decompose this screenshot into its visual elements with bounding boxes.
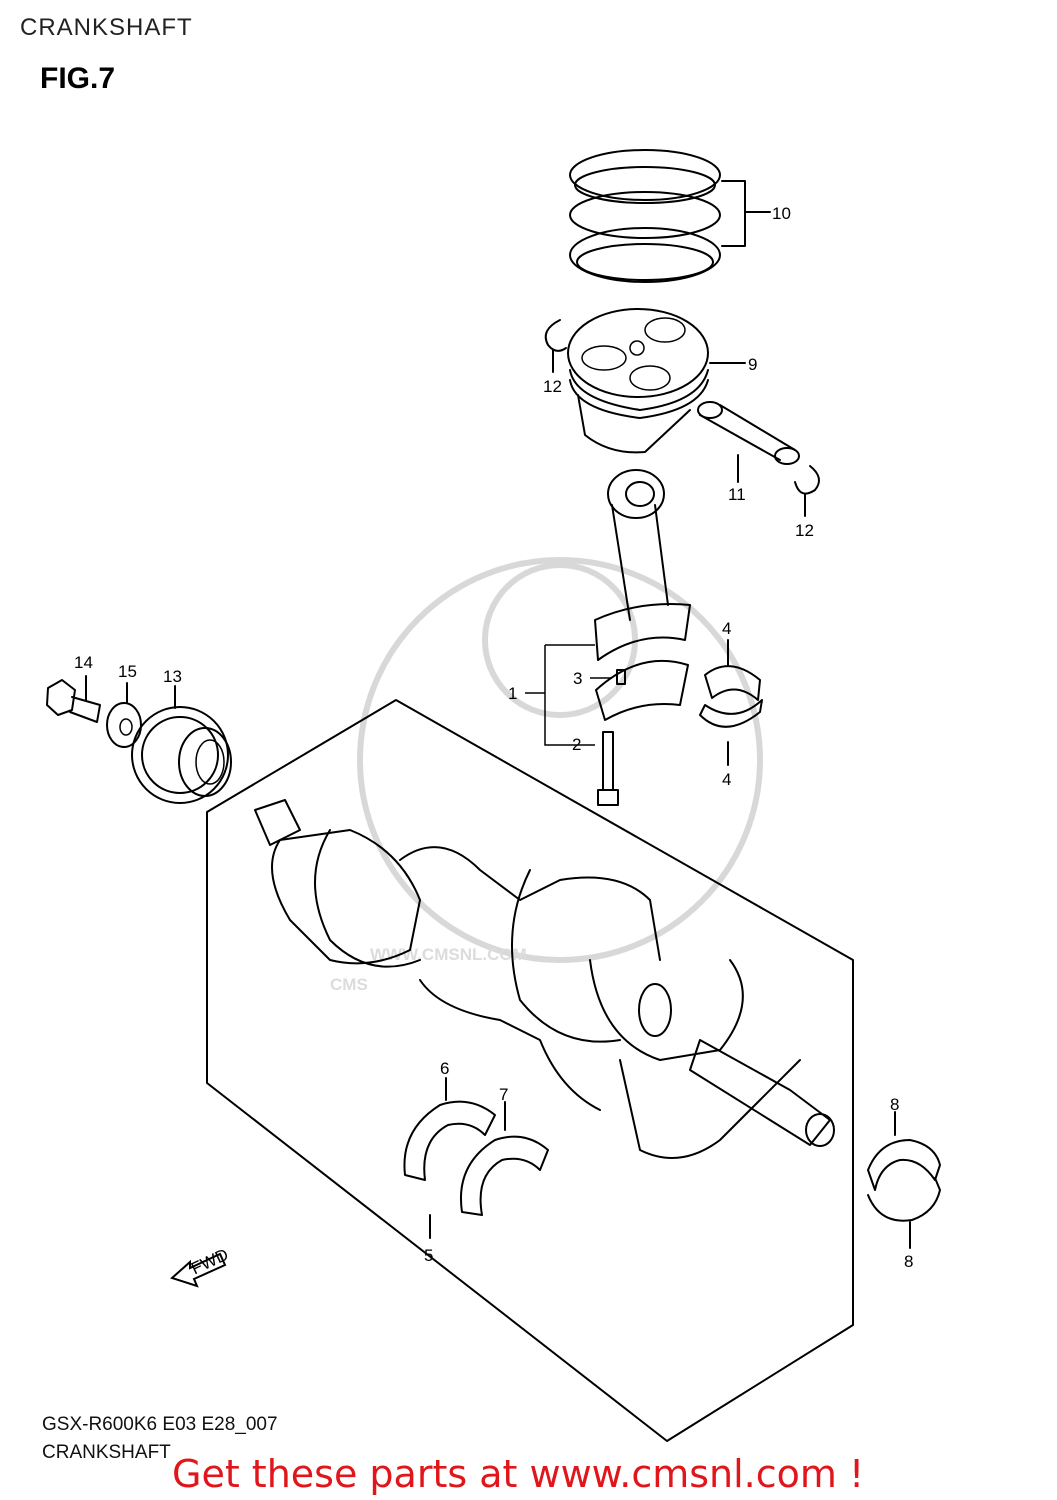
watermark-logo-text: CMS	[330, 975, 368, 994]
crankshaft-box	[206, 699, 854, 1442]
watermark-url-text: WWW.CMSNL.COM	[370, 945, 527, 964]
callout-4-top: 4	[722, 619, 731, 638]
callout-10: 10	[772, 204, 791, 223]
circlip-left[interactable]	[544, 319, 567, 352]
sprocket-bolt[interactable]	[46, 679, 101, 723]
callout-5: 5	[424, 1246, 433, 1265]
cms-watermark: CMS WWW.CMSNL.COM	[330, 557, 763, 994]
cam-drive-sprocket[interactable]	[131, 706, 232, 804]
piston-rings[interactable]	[569, 149, 721, 283]
fwd-label: FWD	[188, 1245, 231, 1279]
circlip-right[interactable]	[794, 465, 820, 495]
callout-8-bottom: 8	[904, 1252, 913, 1271]
callout-7: 7	[499, 1085, 508, 1104]
piston-pin[interactable]	[697, 401, 800, 465]
connecting-rod[interactable]	[594, 469, 691, 721]
callout-1: 1	[508, 684, 517, 703]
piston[interactable]	[567, 308, 709, 454]
thrust-washer-7[interactable]	[460, 1135, 549, 1216]
model-code: GSX-R600K6 E03 E28_007	[42, 1414, 278, 1435]
section-name: CRANKSHAFT	[42, 1442, 171, 1463]
callout-12-left: 12	[543, 377, 562, 396]
crankshaft[interactable]	[254, 799, 835, 1159]
fwd-arrow-icon: FWD	[170, 1245, 231, 1288]
callout-14: 14	[74, 653, 93, 672]
rod-bolt[interactable]	[597, 731, 619, 806]
callout-3: 3	[573, 669, 582, 688]
callout-4-bottom: 4	[722, 770, 731, 789]
page-header-title: CRANKSHAFT	[20, 14, 193, 41]
thrust-washer-6[interactable]	[403, 1100, 496, 1181]
main-bearings[interactable]	[867, 1139, 941, 1222]
callout-9: 9	[748, 355, 757, 374]
callout-12-right: 12	[795, 521, 814, 540]
callout-8-top: 8	[890, 1095, 899, 1114]
callout-2: 2	[572, 735, 581, 754]
figure-label: FIG.7	[40, 62, 116, 95]
sprocket-washer[interactable]	[106, 702, 142, 748]
promo-link[interactable]: Get these parts at www.cmsnl.com !	[172, 1452, 865, 1496]
rod-dowel[interactable]	[616, 669, 626, 685]
callout-15: 15	[118, 662, 137, 681]
callout-13: 13	[163, 667, 182, 686]
callout-11: 11	[728, 485, 746, 504]
callout-6: 6	[440, 1059, 449, 1078]
conrod-bearings[interactable]	[699, 665, 763, 728]
